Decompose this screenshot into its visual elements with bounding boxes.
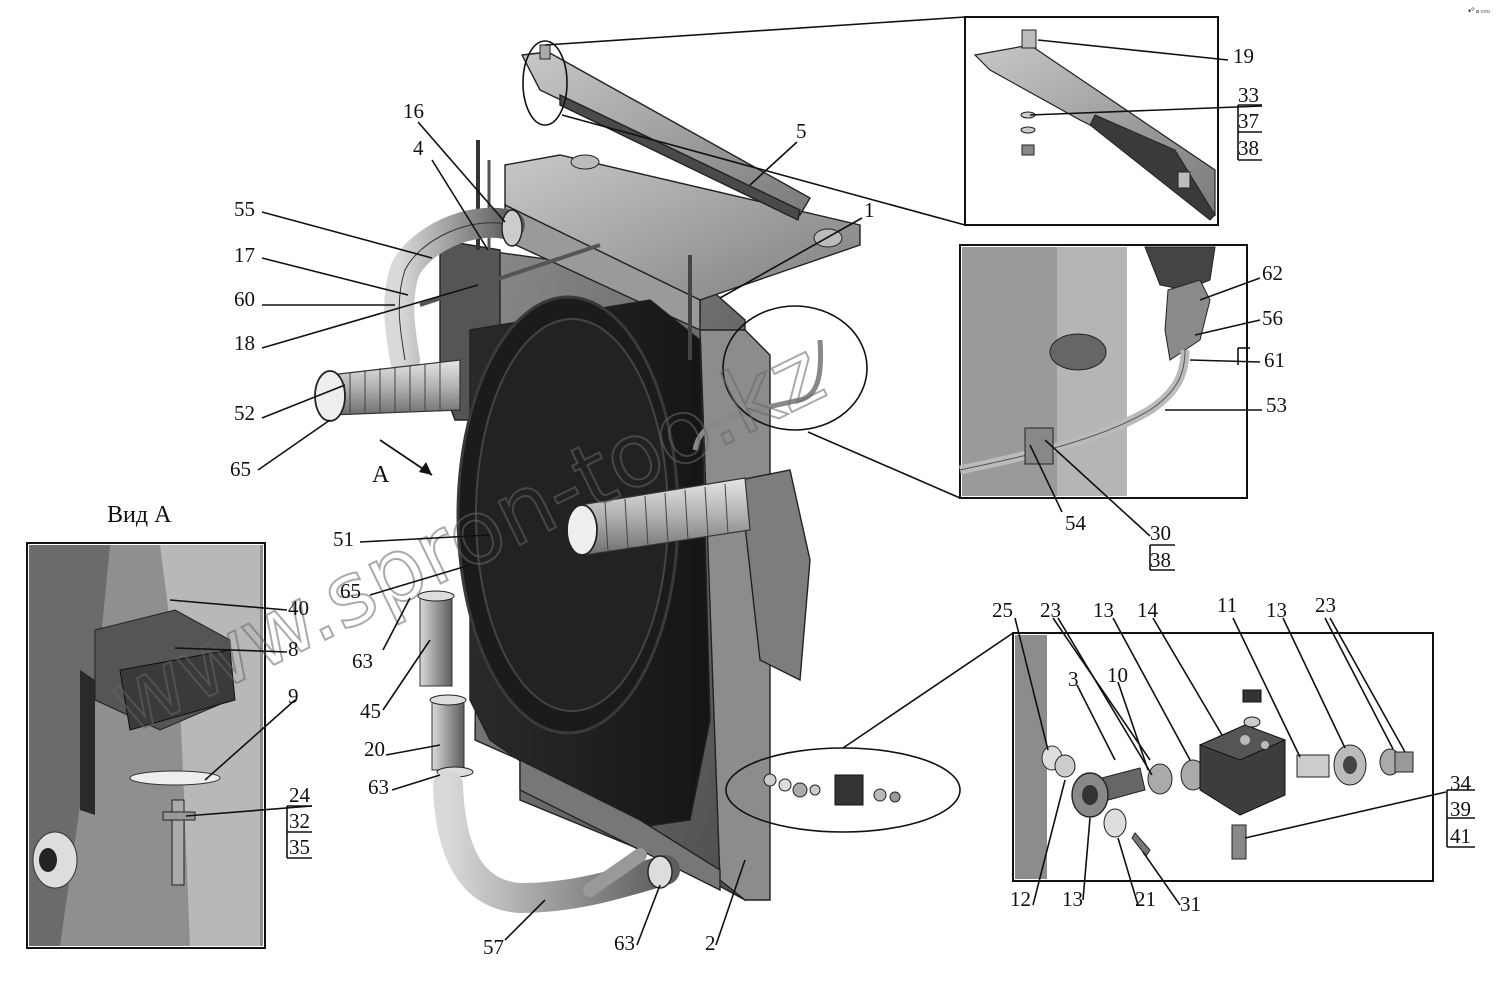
- view-arrow-letter: A: [372, 462, 390, 488]
- callout-10: 10: [1107, 663, 1128, 687]
- leader-lines: [169, 39, 1475, 946]
- right-mount-arm: [739, 469, 811, 682]
- callout-3: 3: [1068, 667, 1079, 691]
- detail-bottom-connector-1: [842, 632, 1014, 749]
- left-corrugated-intake: [314, 359, 461, 422]
- callout-5: 5: [796, 119, 807, 143]
- tube-53: [692, 339, 824, 451]
- callout-14: 14: [1137, 598, 1159, 622]
- callout-53: 53: [1266, 393, 1287, 417]
- callout-31: 31: [1180, 892, 1201, 916]
- callout-63-bottom: 63: [614, 931, 635, 955]
- top-support-beam-side: [559, 93, 801, 222]
- callout-55: 55: [234, 197, 255, 221]
- lower-hose-stub: [583, 848, 647, 897]
- callout-2: 2: [705, 931, 716, 955]
- callout-62: 62: [1262, 261, 1283, 285]
- callout-20: 20: [364, 737, 385, 761]
- corner-mark: •°∘▫▫▫: [1468, 6, 1490, 16]
- callout-56: 56: [1262, 306, 1283, 330]
- lower-hose-clamp: [647, 855, 673, 889]
- callout-24: 24: [289, 783, 311, 807]
- callout-32: 32: [289, 809, 310, 833]
- detail-top-connector-1: [544, 16, 966, 46]
- callout-38-mid: 38: [1150, 548, 1171, 572]
- callout-34: 34: [1450, 771, 1472, 795]
- callout-38-top: 38: [1238, 136, 1259, 160]
- callout-19: 19: [1233, 44, 1254, 68]
- detail-middle-connector: [807, 431, 961, 499]
- callout-13-top-right: 13: [1266, 598, 1287, 622]
- callout-57: 57: [483, 935, 504, 959]
- callout-23-right: 23: [1315, 593, 1336, 617]
- callout-18: 18: [234, 331, 255, 355]
- callout-11: 11: [1217, 593, 1237, 617]
- upper-hose-outline: [398, 222, 511, 361]
- view-a-box: [26, 542, 266, 949]
- detail-box-middle: [959, 244, 1248, 499]
- beam-pin: [539, 44, 551, 60]
- central-corrugated-duct: [566, 477, 751, 556]
- callout-labels: 16 4 55 17 60 18 52 65 5 1 51 65 63 45 2…: [230, 44, 1472, 959]
- callout-40: 40: [288, 596, 309, 620]
- lower-hose: [433, 770, 680, 914]
- callout-35: 35: [289, 835, 310, 859]
- view-a-title: Вид А: [107, 502, 172, 528]
- callout-21: 21: [1135, 887, 1156, 911]
- callout-60: 60: [234, 287, 255, 311]
- callout-33: 33: [1238, 83, 1259, 107]
- detail-top-connector-2: [561, 114, 966, 226]
- callout-61: 61: [1264, 348, 1285, 372]
- tube-18: [419, 243, 601, 307]
- filler-cap: [570, 154, 600, 170]
- callout-65-mid: 65: [340, 579, 361, 603]
- callout-63-mid: 63: [368, 775, 389, 799]
- callout-13-top-left: 13: [1093, 598, 1114, 622]
- callout-51: 51: [333, 527, 354, 551]
- beam-detail-circle: [522, 40, 568, 126]
- callout-1: 1: [864, 198, 875, 222]
- callout-65-left: 65: [230, 457, 251, 481]
- callout-13-bottom: 13: [1062, 887, 1083, 911]
- callout-41: 41: [1450, 824, 1471, 848]
- callout-23-left: 23: [1040, 598, 1061, 622]
- callout-25: 25: [992, 598, 1013, 622]
- tube-53-detail-circle: [722, 305, 868, 431]
- callout-9: 9: [288, 684, 299, 708]
- callout-17: 17: [234, 243, 255, 267]
- callout-4: 4: [413, 136, 424, 160]
- callout-54: 54: [1065, 511, 1087, 535]
- callout-16: 16: [403, 99, 424, 123]
- callout-30: 30: [1150, 521, 1171, 545]
- callout-8: 8: [288, 637, 299, 661]
- callout-37: 37: [1238, 109, 1259, 133]
- main-assembly: A: [314, 40, 961, 914]
- callout-52: 52: [234, 401, 255, 425]
- separate-pipe-assembly: [417, 590, 474, 778]
- detail-box-bottom: [1012, 632, 1434, 882]
- view-arrow-head: [419, 462, 432, 475]
- upper-hose-clamp: [501, 209, 523, 247]
- mount-parts-small: [763, 773, 901, 806]
- callout-12: 12: [1010, 887, 1031, 911]
- callout-39: 39: [1450, 797, 1471, 821]
- detail-box-top: [964, 16, 1219, 226]
- callout-45: 45: [360, 699, 381, 723]
- callout-63-upper: 63: [352, 649, 373, 673]
